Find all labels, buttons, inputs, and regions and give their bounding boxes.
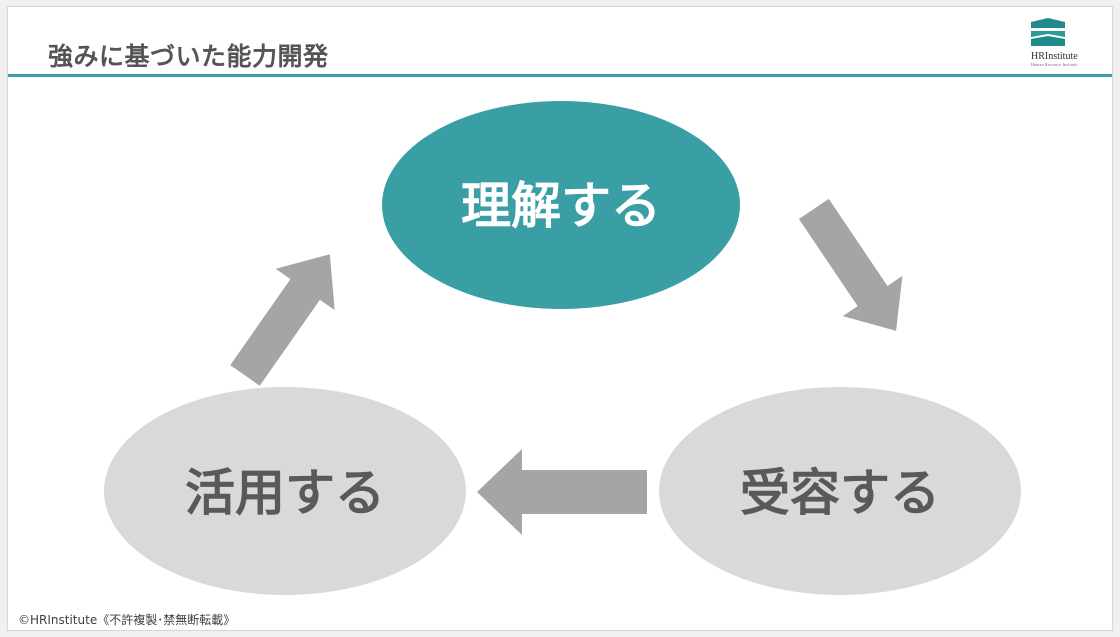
- hrinstitute-logo: HRInstitute Human Resource Institute: [1029, 18, 1091, 68]
- arrow-accept-to-utilize: [477, 449, 647, 535]
- logo-name: HRInstitute: [1031, 51, 1078, 62]
- cycle-node-understand: 理解する: [382, 101, 740, 309]
- copyright-footer: ©HRInstitute《不許複製･禁無断転載》: [18, 613, 236, 627]
- slide-title: 強みに基づいた能力開発: [48, 42, 329, 71]
- node-label-understand: 理解する: [461, 177, 661, 235]
- logo-subtitle: Human Resource Institute: [1031, 62, 1078, 67]
- cycle-node-accept: 受容する: [659, 387, 1021, 595]
- arrow-understand-to-accept: [798, 198, 903, 331]
- cycle-diagram: 理解する 受容する 活用する: [104, 101, 1021, 595]
- title-rule: [8, 74, 1112, 77]
- node-label-utilize: 活用する: [185, 464, 385, 522]
- slide: 強みに基づいた能力開発 HRInstitute Human Resource I…: [7, 6, 1113, 631]
- logo-mark-icon: [1031, 18, 1065, 46]
- arrow-utilize-to-understand: [230, 254, 335, 386]
- cycle-node-utilize: 活用する: [104, 387, 466, 595]
- node-label-accept: 受容する: [740, 464, 940, 522]
